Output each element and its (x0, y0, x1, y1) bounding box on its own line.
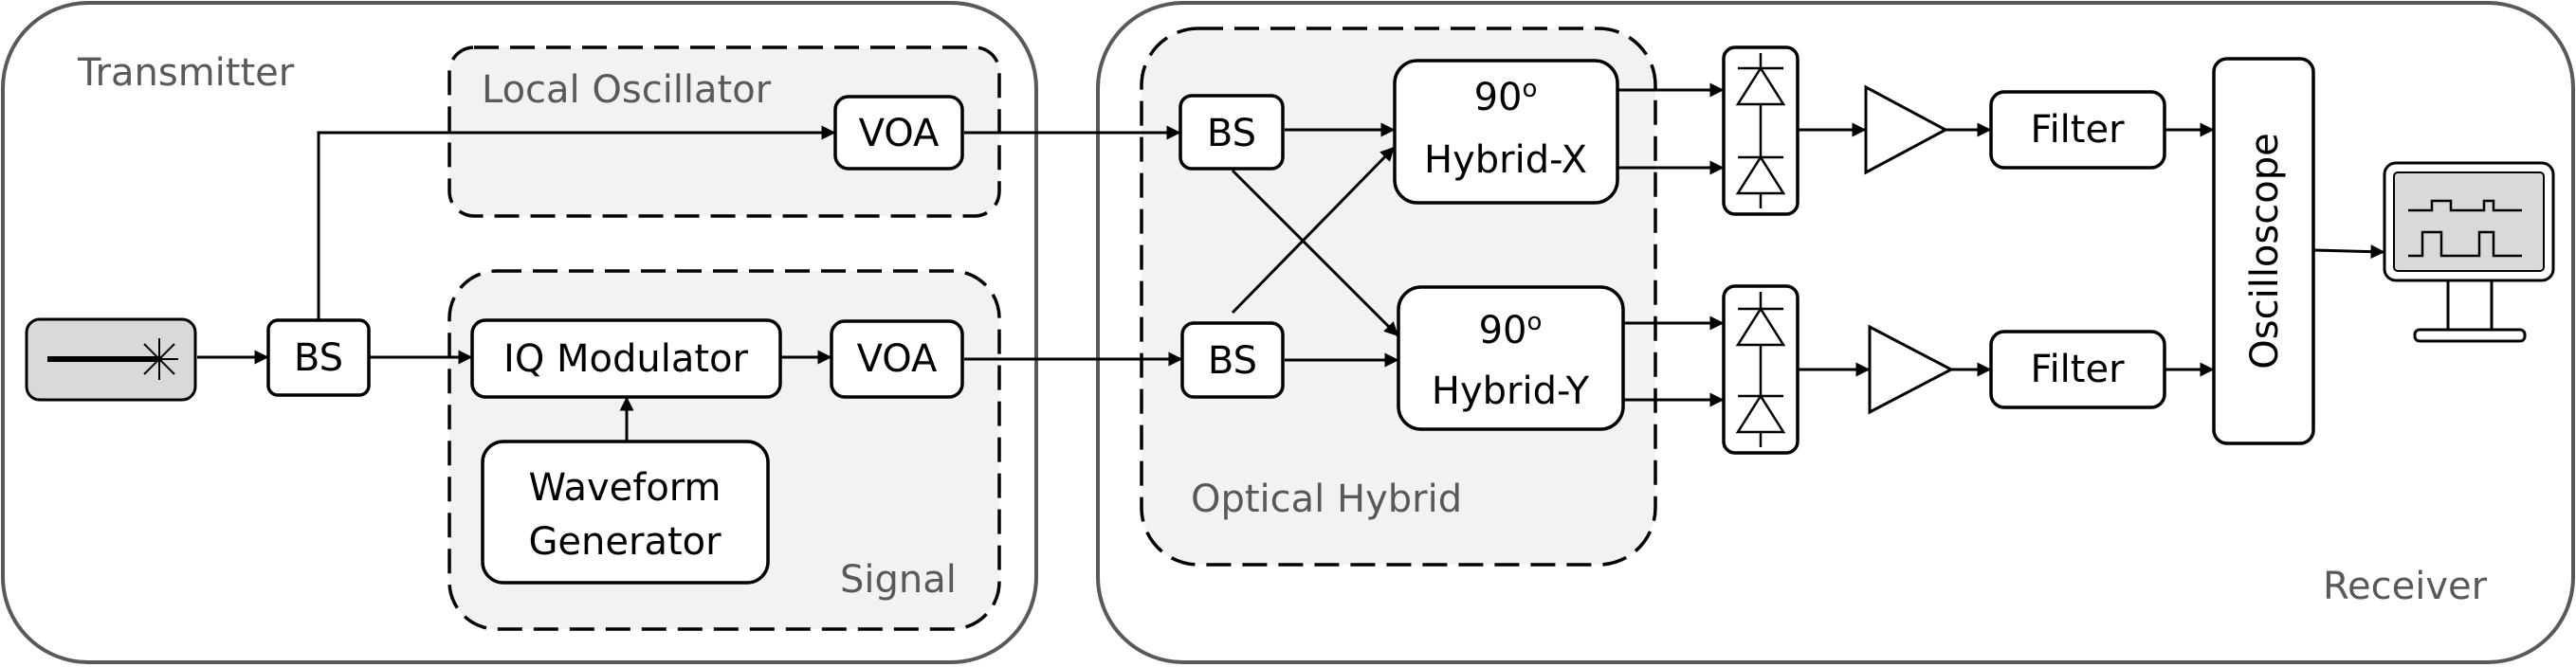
filter-top-box (1989, 90, 2166, 170)
iq-modulator-label: IQ Modulator (503, 337, 749, 381)
amplifier-icon (1864, 84, 1949, 175)
tx-bs-box (266, 318, 371, 397)
receiver-label: Receiver (2323, 565, 2488, 608)
oscilloscope-box (2212, 57, 2315, 445)
local-oscillator-label: Local Oscillator (482, 68, 772, 112)
rx-bs-bot-label: BS (1208, 339, 1257, 383)
waveform-label-2: Generator (528, 520, 722, 564)
waveform-generator-box (481, 440, 770, 585)
hybrid-y-label: Hybrid-Y (1432, 370, 1590, 413)
photodiode-icon (1722, 45, 1800, 216)
oscilloscope-label: Oscilloscope (2243, 133, 2287, 369)
filter-bot-box (1989, 330, 2166, 409)
rx-bs-bot-box (1180, 321, 1285, 399)
hybrid-x-label: Hybrid-X (1424, 138, 1587, 182)
wire-bs-cross-up (1231, 146, 1396, 315)
wire-bs-lo (317, 125, 836, 327)
filter-bot-label: Filter (2030, 348, 2125, 391)
hybrid-x-box (1393, 59, 1619, 205)
iq-modulator-box (470, 318, 782, 399)
optical-hybrid-label: Optical Hybrid (1191, 478, 1462, 521)
signal-voa-label: VOA (857, 337, 938, 381)
tx-bs-label: BS (294, 336, 343, 380)
transmitter-label: Transmitter (77, 51, 295, 95)
lo-voa-label: VOA (859, 112, 940, 155)
monitor-icon (2383, 161, 2555, 343)
signal-label: Signal (840, 558, 957, 602)
laser-icon (25, 317, 197, 402)
rx-bs-top-label: BS (1207, 112, 1256, 155)
rx-bs-top-box (1178, 94, 1285, 171)
hybrid-x-degree: 90o (1474, 75, 1538, 119)
amplifier-icon (1868, 324, 1955, 415)
photodiode-icon (1722, 284, 1800, 455)
waveform-label-1: Waveform (528, 466, 721, 510)
filter-top-label: Filter (2030, 108, 2125, 152)
wire-bs-cross-down (1231, 169, 1399, 337)
hybrid-y-box (1397, 285, 1625, 431)
lo-voa-box (833, 95, 964, 171)
wire-osc-monitor (2312, 244, 2385, 260)
signal-voa-box (830, 319, 964, 399)
hybrid-y-degree: 90o (1479, 308, 1543, 352)
